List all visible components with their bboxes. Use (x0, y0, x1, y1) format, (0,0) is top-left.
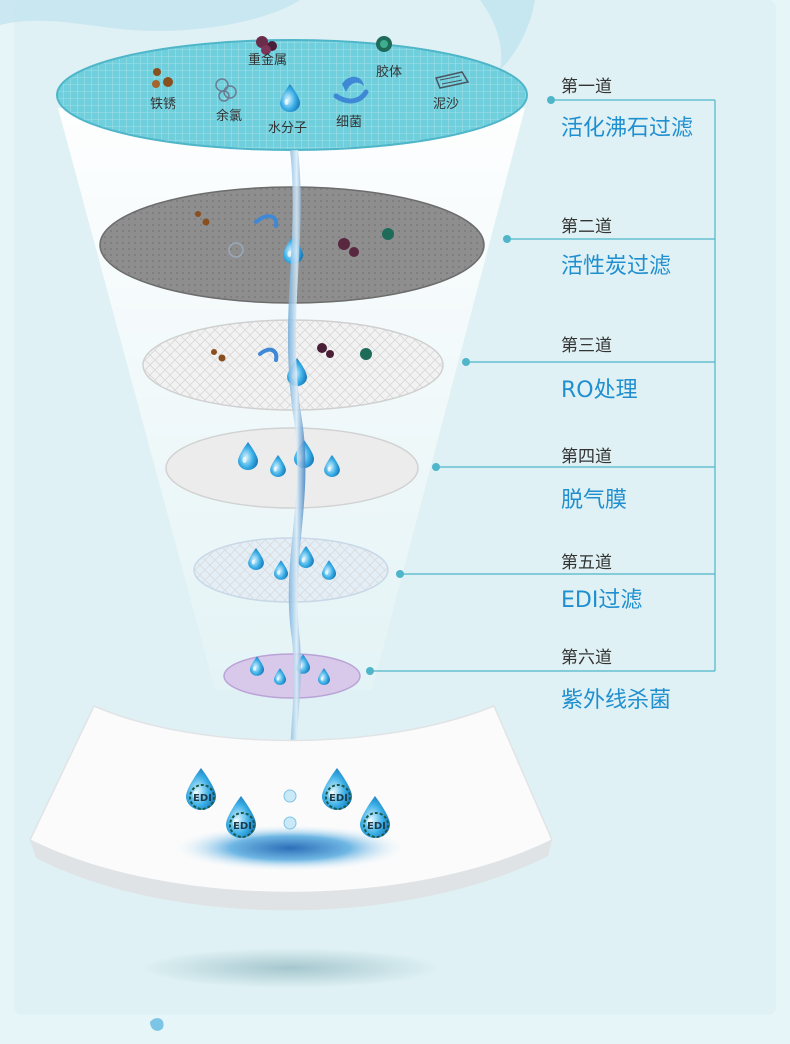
zeolite-filter-disc: 铁锈 余氯 重金属 水分子 细菌 胶体 泥沙 (56, 36, 528, 151)
stage-4-name: 脱气膜 (561, 488, 628, 513)
stage-5-step: 第五道 (561, 553, 612, 573)
heavy-metal-icon (256, 36, 277, 55)
bacteria-icon (342, 76, 364, 92)
edi-droplet-label: EDI (193, 793, 212, 804)
stage-1-step: 第一道 (561, 77, 612, 97)
water-stream (287, 150, 306, 790)
chlorine-icon (215, 78, 237, 102)
stage-4-step: 第四道 (561, 447, 612, 467)
stage-6-step: 第六道 (561, 648, 612, 668)
connector-lines (370, 99, 716, 672)
stage-3-name: RO处理 (561, 378, 638, 403)
rust-icon (152, 68, 173, 88)
degassing-membrane-disc (165, 427, 419, 509)
edi-droplet-label: EDI (329, 793, 348, 804)
stage-6-name: 紫外线杀菌 (561, 688, 672, 713)
splash-droplet-icon (150, 1018, 164, 1031)
edi-droplet-icon: EDI (322, 768, 352, 810)
water-ripple (170, 824, 410, 872)
stage-1-name: 活化沸石过滤 (561, 116, 694, 141)
sediment-label: 泥沙 (433, 97, 459, 112)
chlorine-label: 余氯 (216, 108, 242, 124)
sediment-icon (434, 71, 470, 89)
heavy-metal-label: 重金属 (248, 52, 287, 68)
water-basin (29, 705, 553, 988)
rust-label: 铁锈 (150, 97, 176, 112)
edi-droplet-icon: EDI (360, 796, 390, 838)
water-splash-right (480, 0, 535, 70)
colloid-icon (376, 36, 392, 52)
edi-droplet-icon: EDI (226, 796, 256, 838)
connector-dots (366, 96, 555, 675)
stage-2-step: 第二道 (561, 217, 612, 237)
water-molecule-label: 水分子 (268, 121, 307, 136)
stage-2-name: 活性炭过滤 (561, 254, 672, 279)
stage-5-name: EDI过滤 (561, 588, 643, 613)
colloid-label: 胶体 (376, 64, 402, 80)
bacteria-label: 细菌 (336, 115, 362, 130)
edi-droplet-icon: EDI (186, 768, 216, 810)
edi-droplet-label: EDI (233, 821, 252, 832)
edi-droplet-label: EDI (367, 821, 386, 832)
uv-sterilization-disc (223, 653, 361, 699)
stage-3-step: 第三道 (561, 336, 612, 356)
water-splash-left (0, 0, 300, 31)
